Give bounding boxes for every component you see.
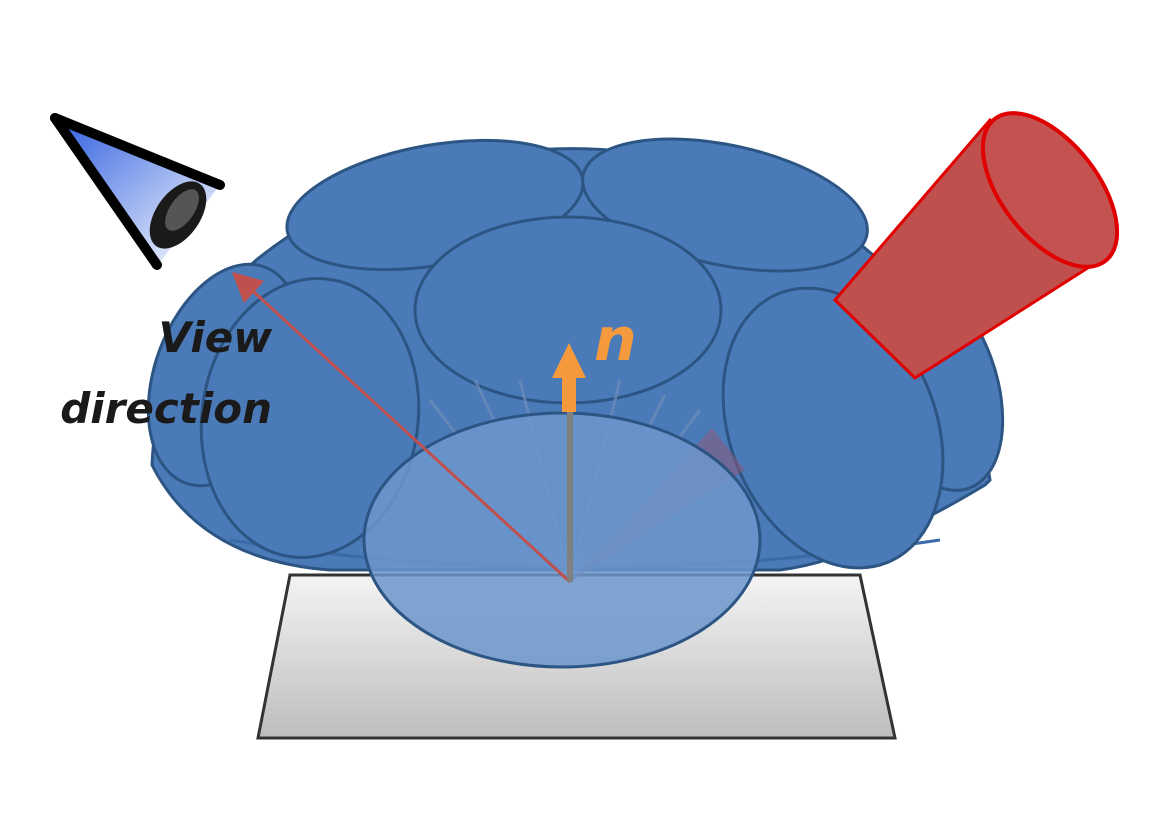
normal-label: n: [594, 305, 637, 375]
disk-bottom: [362, 411, 762, 669]
view-direction-label-line1: View: [159, 313, 273, 362]
disk-left: [199, 277, 421, 559]
view-direction-arrow: [231, 271, 572, 584]
light-source-icon: [832, 111, 1120, 380]
view-direction-label-line2: direction: [60, 384, 272, 433]
normal-arrow-icon: [552, 343, 586, 412]
eye-icon: [50, 113, 225, 270]
